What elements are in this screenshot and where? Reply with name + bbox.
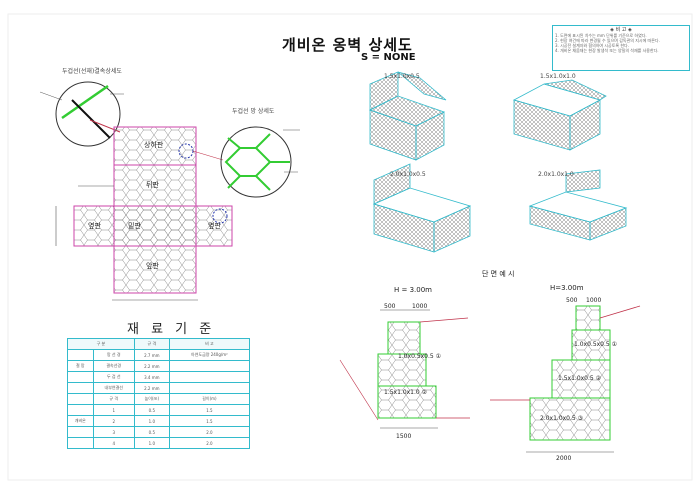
gabion-box-4 xyxy=(528,169,628,241)
box3-label: 2.0x1.0x0.5 xyxy=(390,171,426,178)
gabion-box-2 xyxy=(512,79,607,151)
drawing-title: 개비온 옹벽 상세도 xyxy=(282,36,413,54)
dim-500-left: 500 xyxy=(384,303,396,310)
dim-500-right: 500 xyxy=(566,297,578,304)
section-right-height: H=3.00m xyxy=(550,284,584,292)
box1-label: 1.5x1.0x0.5 xyxy=(384,73,420,80)
section-left-height: H = 3.00m xyxy=(394,286,432,294)
table-header: 구 분 xyxy=(67,338,135,350)
section-right-label-1: 1.0x0.5x0.5 ① xyxy=(574,341,617,348)
face-top-label: 상하판 xyxy=(144,140,164,149)
notes-box: ◈ 비 고 ◈ 1. 도면에 표시된 치수는 mm 단위를 기준으로 하였다. … xyxy=(552,25,690,71)
wire-detail-circle xyxy=(39,81,124,147)
section-left-label-1: 1.0x0.5x0.5 ① xyxy=(398,353,441,360)
box2-label: 1.5x1.0x1.0 xyxy=(540,73,576,80)
mesh-detail-circle xyxy=(220,126,300,198)
note-line: 3. 시공전 설계자와 협의하여 시공토록 한다. xyxy=(555,43,630,48)
face-right-label: 옆판 xyxy=(208,221,221,230)
material-table-title: 재 료 기 준 xyxy=(127,322,216,337)
section-title: 단 면 예 시 xyxy=(482,269,514,278)
table-header: 규 격 xyxy=(133,338,170,350)
note-line: 2. 현장 여건에 따라 변경될 수 있으며 감독관의 지시에 따른다. xyxy=(555,38,660,43)
section-right-label-2: 1.5x1.0x0.5 ② xyxy=(558,375,602,382)
mesh-detail-label: 두겁선 망 상세도 xyxy=(232,107,275,115)
face-left-label: 옆판 xyxy=(88,221,101,230)
face-bottom-label: 앞판 xyxy=(146,261,159,270)
dim-1000-right: 1000 xyxy=(586,297,601,304)
notes-heading: ◈ 비 고 ◈ xyxy=(610,27,632,33)
note-line: 1. 도면에 표시된 치수는 mm 단위를 기준으로 하였다. xyxy=(555,33,647,38)
section-example-right xyxy=(490,305,641,453)
section-right-label-3: 2.0x1.0x0.5 ③ xyxy=(540,415,583,422)
gabion-box-3 xyxy=(372,163,472,253)
dim-2000-right: 2000 xyxy=(556,455,571,462)
scale-label: S = NONE xyxy=(361,52,416,63)
section-left-label-2: 1.5x1.0x1.0 ② xyxy=(384,389,428,396)
face-center-label: 밑판 xyxy=(128,221,141,230)
table-header: 비 고 xyxy=(168,338,251,350)
face-back-label: 뒤판 xyxy=(146,180,159,189)
unfolded-gabion xyxy=(55,126,233,301)
dim-1500-left: 1500 xyxy=(396,433,411,440)
note-line: 4. 개비온 채움재는 현장 발생석 또는 양질의 석재를 사용한다. xyxy=(555,48,659,53)
gabion-box-1 xyxy=(368,71,447,161)
wire-detail-label: 두겁선(선재)결속상세도 xyxy=(62,67,122,75)
dim-1000-left: 1000 xyxy=(412,303,427,310)
section-example-left xyxy=(339,309,470,429)
box4-label: 2.0x1.0x1.0 xyxy=(538,171,574,178)
